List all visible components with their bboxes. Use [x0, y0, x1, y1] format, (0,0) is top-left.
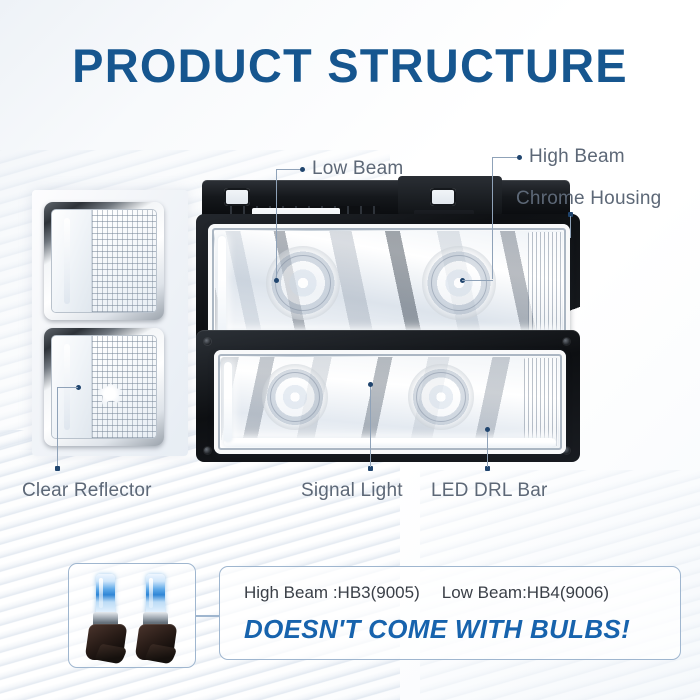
led-drl-bar-upper-left [218, 236, 226, 334]
bulb-box-connector-line [196, 615, 220, 617]
callout-label-low-beam: Low Beam [312, 158, 404, 179]
leader-line-chrome-housing [570, 216, 571, 238]
leader-line-low-beam-v [276, 169, 277, 281]
lens-prism-section [91, 336, 156, 438]
callout-anchor-clear-reflector [55, 466, 60, 471]
callout-dot-led-drl-bar [485, 466, 490, 471]
bulb-connector-plug [144, 643, 178, 665]
leader-line-signal-light [370, 385, 371, 467]
bracket-mounting-slot [224, 188, 250, 206]
high-beam-spec: High Beam :HB3(9005) [244, 583, 420, 602]
leader-line-clear-reflector-h [57, 387, 78, 388]
bulb-connector-plug [94, 643, 128, 665]
callout-dot-high-beam [517, 155, 522, 160]
bowl-ring [274, 254, 332, 312]
bulb-spec-line: High Beam :HB3(9005) Low Beam:HB4(9006) [244, 583, 609, 603]
lens-side-ribs-lower [524, 358, 558, 446]
signal-light-lens [214, 350, 566, 454]
callout-label-chrome-housing: Chrome Housing [516, 188, 662, 209]
clear-reflector-lamps [32, 190, 188, 456]
callout-label-clear-reflector: Clear Reflector [22, 480, 152, 501]
led-drl-bar-lower [224, 438, 556, 447]
callout-anchor-low-beam [274, 278, 279, 283]
headlight-lens-upper [208, 224, 570, 346]
lens-side-ribs [528, 232, 562, 338]
headlight-assembly [196, 176, 584, 462]
housing-screw [563, 338, 570, 345]
bowl-ring [430, 254, 488, 312]
corner-lamp-upper [44, 202, 164, 320]
lens-smooth-section [52, 210, 92, 312]
halogen-bulb [83, 574, 129, 665]
bulb-image-box [68, 563, 196, 668]
leader-line-high-beam-h2 [462, 280, 493, 281]
bulb-glass-capsule [146, 574, 165, 614]
callout-label-signal-light: Signal Light [301, 480, 403, 501]
callout-dot-low-beam [300, 167, 305, 172]
corner-lamp-lower-lens [51, 335, 157, 439]
callout-dot-clear-reflector [76, 385, 81, 390]
housing-screw [563, 447, 570, 454]
housing-screw [204, 447, 211, 454]
bracket-mounting-slot [430, 188, 456, 206]
halogen-bulb [133, 574, 179, 665]
bowl-ring [269, 371, 321, 423]
low-beam-reflector-bowl [266, 246, 340, 320]
leader-line-high-beam-v [492, 157, 493, 279]
signal-light-reflector-bowl-right [408, 364, 474, 430]
no-bulbs-warning: DOESN'T COME WITH BULBS! [244, 614, 631, 644]
page-title: PRODUCT STRUCTURE [72, 39, 628, 92]
callout-dot-signal-light [368, 466, 373, 471]
high-beam-reflector-bowl [422, 246, 496, 320]
leader-line-led-drl-bar [487, 430, 488, 467]
callout-label-led-drl-bar: LED DRL Bar [431, 480, 548, 501]
corner-lamp-upper-lens [51, 209, 157, 313]
signal-light-reflector-bowl [262, 364, 328, 430]
bulb-spec-info-box: High Beam :HB3(9005) Low Beam:HB4(9006) D… [219, 566, 681, 660]
bulb-glass-capsule [96, 574, 115, 614]
callout-anchor-signal-light [368, 382, 373, 387]
low-beam-spec: Low Beam:HB4(9006) [441, 583, 610, 602]
leader-line-high-beam-h [492, 157, 517, 158]
bowl-ring [415, 371, 467, 423]
callout-anchor-led-drl-bar [485, 427, 490, 432]
lens-prism-section [91, 210, 156, 312]
callout-label-high-beam: High Beam [529, 146, 625, 167]
leader-line-low-beam-h [276, 169, 300, 170]
callout-dot-chrome-housing [568, 212, 573, 217]
housing-screw [204, 338, 211, 345]
led-drl-bar-lower-left [224, 362, 232, 442]
leader-line-clear-reflector-v [57, 387, 58, 469]
